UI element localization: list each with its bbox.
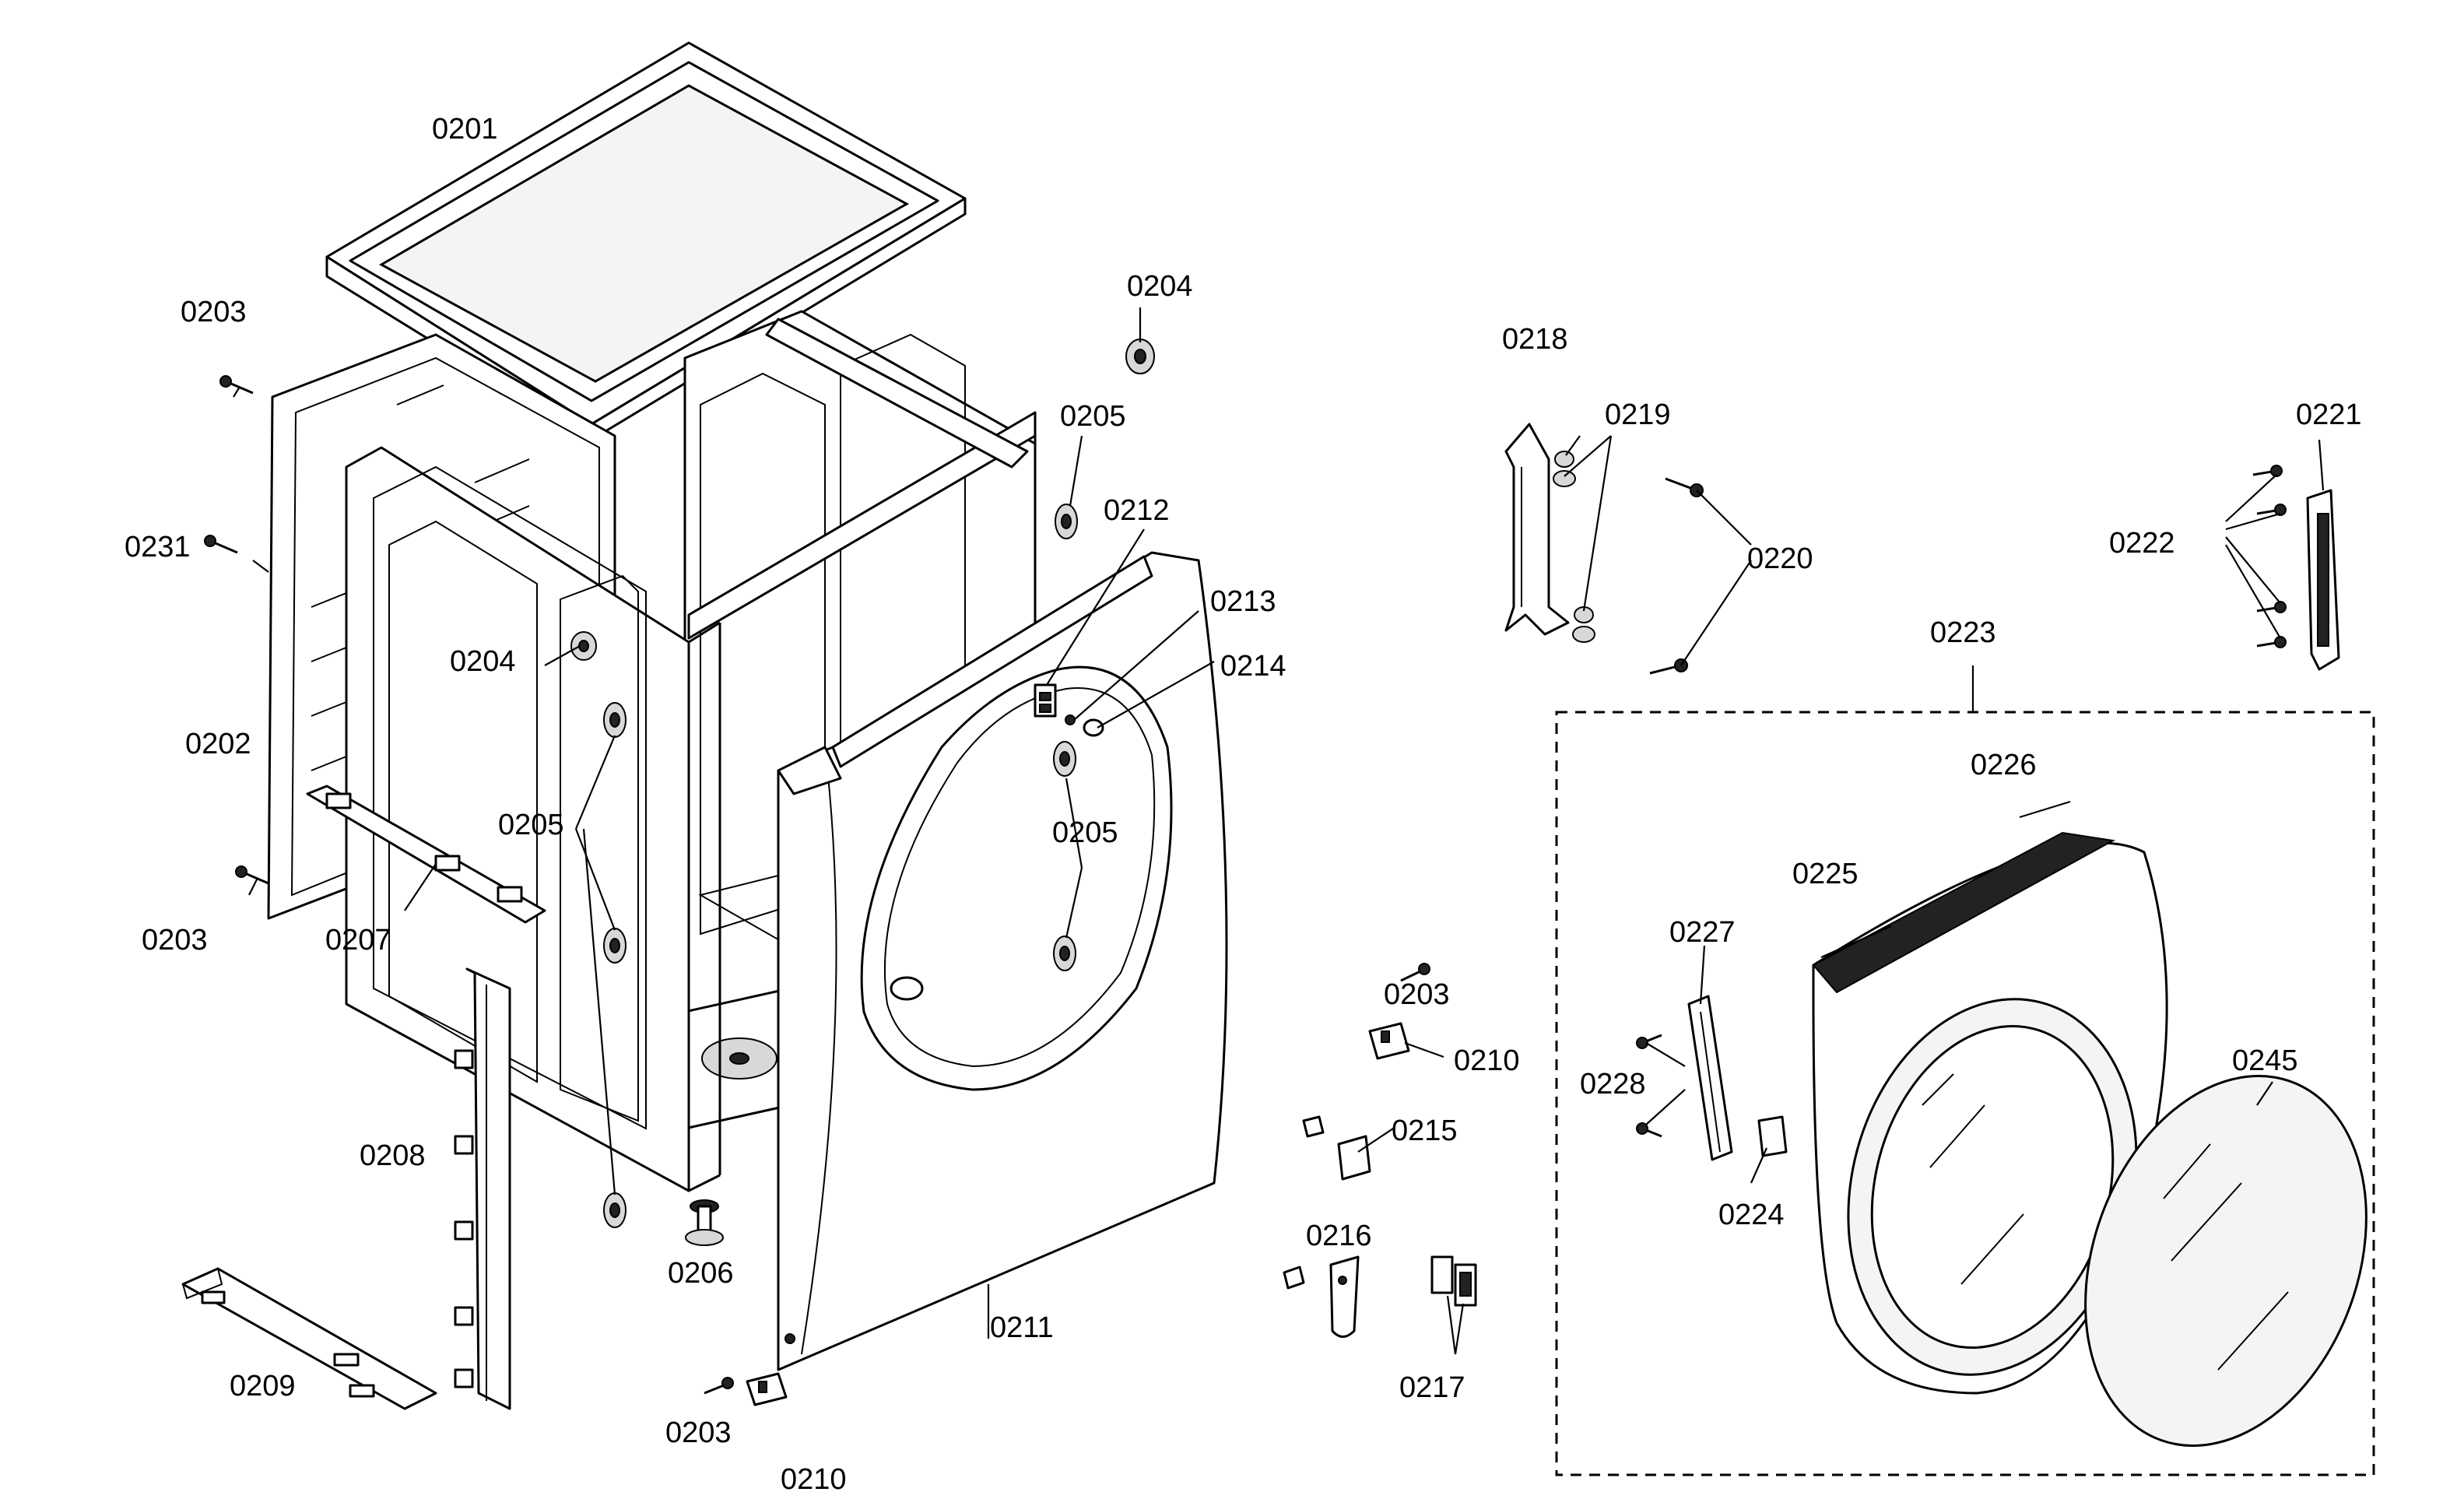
part-handle-0227 [1687, 995, 1733, 1161]
label-0222: 0222 [2109, 527, 2175, 560]
part-bushings [570, 339, 1155, 1228]
label-0204-left: 0204 [450, 645, 516, 678]
part-top-frame-beams [687, 318, 1037, 988]
label-0210-center: 0210 [1454, 1044, 1520, 1077]
part-hinge-0218 [1504, 423, 1570, 636]
label-0221: 0221 [2296, 398, 2362, 431]
door-assembly-box [1555, 665, 2375, 1476]
label-0224: 0224 [1718, 1199, 1785, 1231]
label-0208: 0208 [360, 1139, 426, 1172]
part-0217 [1430, 1255, 1477, 1307]
part-hinge-0210-right [1368, 1022, 1410, 1060]
label-0214: 0214 [1220, 650, 1286, 683]
part-clip-0213 [1065, 714, 1076, 725]
label-0203-center: 0203 [1384, 978, 1450, 1011]
label-0204-top: 0204 [1127, 270, 1193, 303]
label-0206: 0206 [668, 1257, 734, 1290]
label-0210-bottom: 0210 [781, 1463, 847, 1496]
label-0202: 0202 [185, 728, 251, 760]
part-latch-0224 [1757, 1115, 1788, 1157]
part-hinge-0210-center [746, 1372, 788, 1406]
part-labels: 0201 0203 0204 0205 0231 0212 0213 0204 … [125, 113, 2362, 1496]
label-0223: 0223 [1930, 616, 1996, 649]
label-0218: 0218 [1502, 323, 1568, 356]
label-0226: 0226 [1971, 749, 2037, 781]
part-0215 [1302, 1115, 1371, 1181]
part-door-lock-bracket [1034, 683, 1057, 718]
part-front-panel [777, 551, 1228, 1371]
part-0216 [1283, 1255, 1360, 1338]
label-0225: 0225 [1792, 858, 1859, 890]
part-screws-0222 [2252, 465, 2287, 648]
label-0227: 0227 [1669, 916, 1736, 949]
label-0205-right: 0205 [1052, 816, 1118, 849]
part-door-frame [1812, 831, 2168, 1395]
label-0205-top: 0205 [1060, 400, 1126, 433]
label-0216: 0216 [1306, 1220, 1372, 1252]
label-0203-top-left: 0203 [181, 296, 247, 328]
label-0219: 0219 [1605, 398, 1671, 431]
part-bracket-0221 [2306, 489, 2340, 671]
part-strip-0208 [454, 967, 511, 1410]
label-0205-middle: 0205 [498, 809, 564, 841]
part-rail-0207 [306, 785, 546, 924]
part-screws-0228 [1636, 1034, 1662, 1138]
label-0228: 0228 [1580, 1068, 1646, 1101]
label-0203-bottom: 0203 [665, 1416, 732, 1449]
label-0220: 0220 [1747, 542, 1813, 575]
label-0211: 0211 [990, 1311, 1054, 1344]
part-foot-0206 [685, 1199, 724, 1246]
part-nuts-0219 [1553, 451, 1595, 643]
label-0231: 0231 [125, 531, 191, 563]
label-0213: 0213 [1210, 585, 1276, 618]
leader-lines [233, 307, 2325, 1355]
part-clip-0214 [1083, 718, 1104, 737]
label-0207: 0207 [325, 924, 391, 957]
label-0245: 0245 [2232, 1044, 2298, 1077]
part-bottom-rail-0209 [181, 1267, 437, 1410]
label-0217: 0217 [1399, 1371, 1465, 1404]
label-0212: 0212 [1104, 494, 1170, 527]
part-door-glass [2084, 1075, 2367, 1447]
label-0209: 0209 [230, 1370, 296, 1402]
label-0201: 0201 [432, 113, 498, 146]
label-0203-left-bottom: 0203 [142, 924, 208, 957]
part-left-side-panel [345, 446, 721, 1192]
label-0215: 0215 [1392, 1115, 1458, 1147]
